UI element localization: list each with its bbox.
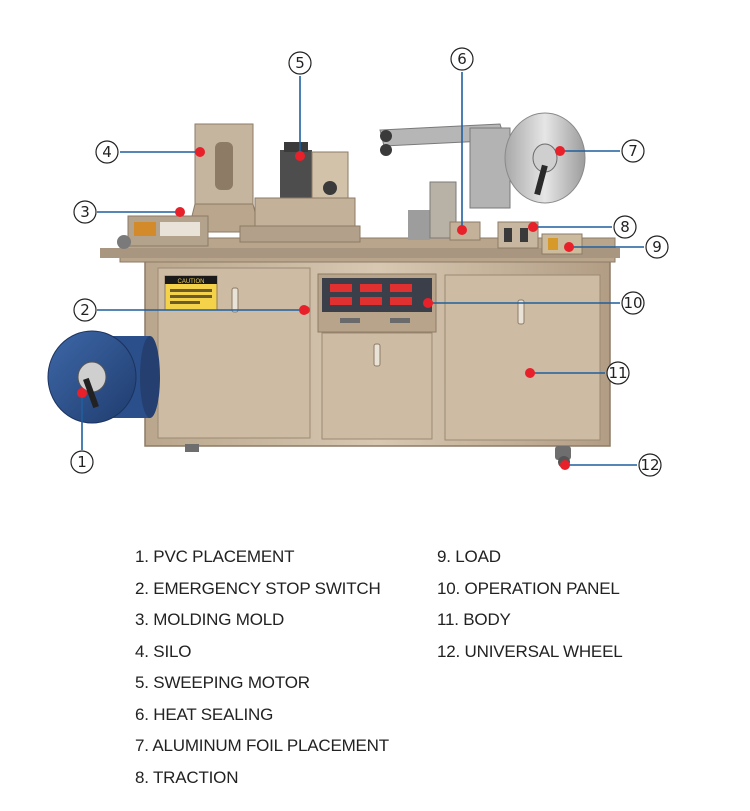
legend-item-12: 12. UNIVERSAL WHEEL bbox=[437, 641, 623, 661]
legend-item-9: 9. LOAD bbox=[437, 547, 501, 566]
callout-1-number: 1 bbox=[77, 453, 87, 471]
callout-5: 5 bbox=[288, 51, 312, 75]
callout-8: 8 bbox=[613, 215, 637, 239]
callout-4: 4 bbox=[95, 140, 119, 164]
legend-item-5: 5. SWEEPING MOTOR bbox=[135, 673, 310, 692]
callout-1: 1 bbox=[70, 450, 94, 474]
molding-mold bbox=[117, 215, 209, 249]
callout-3-number: 3 bbox=[80, 203, 90, 221]
callout-5-number: 5 bbox=[295, 54, 305, 72]
legend-item-3: 3. MOLDING MOLD bbox=[135, 610, 285, 629]
legend-item-11: 11. BODY bbox=[437, 610, 511, 629]
callout-10: 10 bbox=[621, 291, 645, 315]
legend-item-6: 6. HEAT SEALING bbox=[135, 704, 274, 724]
legend-column-left: 1. PVC PLACEMENT 2. EMERGENCY STOP SWITC… bbox=[135, 545, 389, 797]
marker-dot-10 bbox=[423, 298, 433, 308]
machine-diagram: CAUTION bbox=[47, 47, 669, 477]
legend-item-8: 8. TRACTION bbox=[135, 767, 239, 787]
callout-3: 3 bbox=[73, 200, 97, 224]
callout-2-number: 2 bbox=[80, 301, 90, 319]
marker-dot-7 bbox=[555, 146, 565, 156]
legend-item-10: 10. OPERATION PANEL bbox=[437, 578, 620, 598]
callout-8-number: 8 bbox=[620, 218, 630, 236]
callout-2: 2 bbox=[73, 298, 97, 322]
marker-dot-12 bbox=[560, 460, 570, 470]
callout-9-number: 9 bbox=[652, 238, 662, 256]
callout-6-number: 6 bbox=[457, 50, 467, 68]
marker-dot-11 bbox=[525, 368, 535, 378]
callout-7: 7 bbox=[621, 139, 645, 163]
callout-12: 12 bbox=[638, 453, 662, 477]
callout-4-number: 4 bbox=[102, 143, 112, 161]
caution-label: CAUTION bbox=[164, 275, 218, 311]
callout-lines bbox=[81, 72, 644, 466]
operation-panel bbox=[302, 273, 437, 333]
sweeping-motor bbox=[239, 142, 361, 243]
heat-sealing-unit bbox=[408, 181, 481, 241]
callout-11-number: 11 bbox=[608, 364, 627, 382]
marker-dot-4 bbox=[195, 147, 205, 157]
marker-dot-6 bbox=[457, 225, 467, 235]
marker-dots bbox=[77, 146, 574, 470]
machine-body bbox=[100, 237, 620, 468]
caution-text: CAUTION bbox=[178, 279, 205, 285]
legend-item-1: 1. PVC PLACEMENT bbox=[135, 547, 295, 566]
callout-11: 11 bbox=[606, 361, 630, 385]
silo bbox=[187, 123, 261, 233]
legend-item-4: 4. SILO bbox=[135, 641, 192, 661]
callout-6: 6 bbox=[450, 47, 474, 71]
aluminum-foil-roll bbox=[379, 112, 586, 209]
marker-dot-1 bbox=[77, 388, 87, 398]
legend-item-2: 2. EMERGENCY STOP SWITCH bbox=[135, 578, 381, 598]
legend-column-right: 9. LOAD 10. OPERATION PANEL 11. BODY 12.… bbox=[437, 545, 623, 671]
callout-7-number: 7 bbox=[628, 142, 638, 160]
load-unit bbox=[541, 233, 583, 255]
legend-item-7: 7. ALUMINUM FOIL PLACEMENT bbox=[135, 736, 389, 755]
marker-dot-3 bbox=[175, 207, 185, 217]
marker-dot-8 bbox=[528, 222, 538, 232]
marker-dot-5 bbox=[295, 151, 305, 161]
callout-9: 9 bbox=[645, 235, 669, 259]
pvc-roll bbox=[47, 330, 160, 424]
marker-dot-2 bbox=[299, 305, 309, 315]
callout-12-number: 12 bbox=[640, 456, 659, 474]
callout-10-number: 10 bbox=[623, 294, 642, 312]
callout-circles: 1 2 3 4 5 6 7 8 bbox=[70, 47, 669, 477]
marker-dot-9 bbox=[564, 242, 574, 252]
